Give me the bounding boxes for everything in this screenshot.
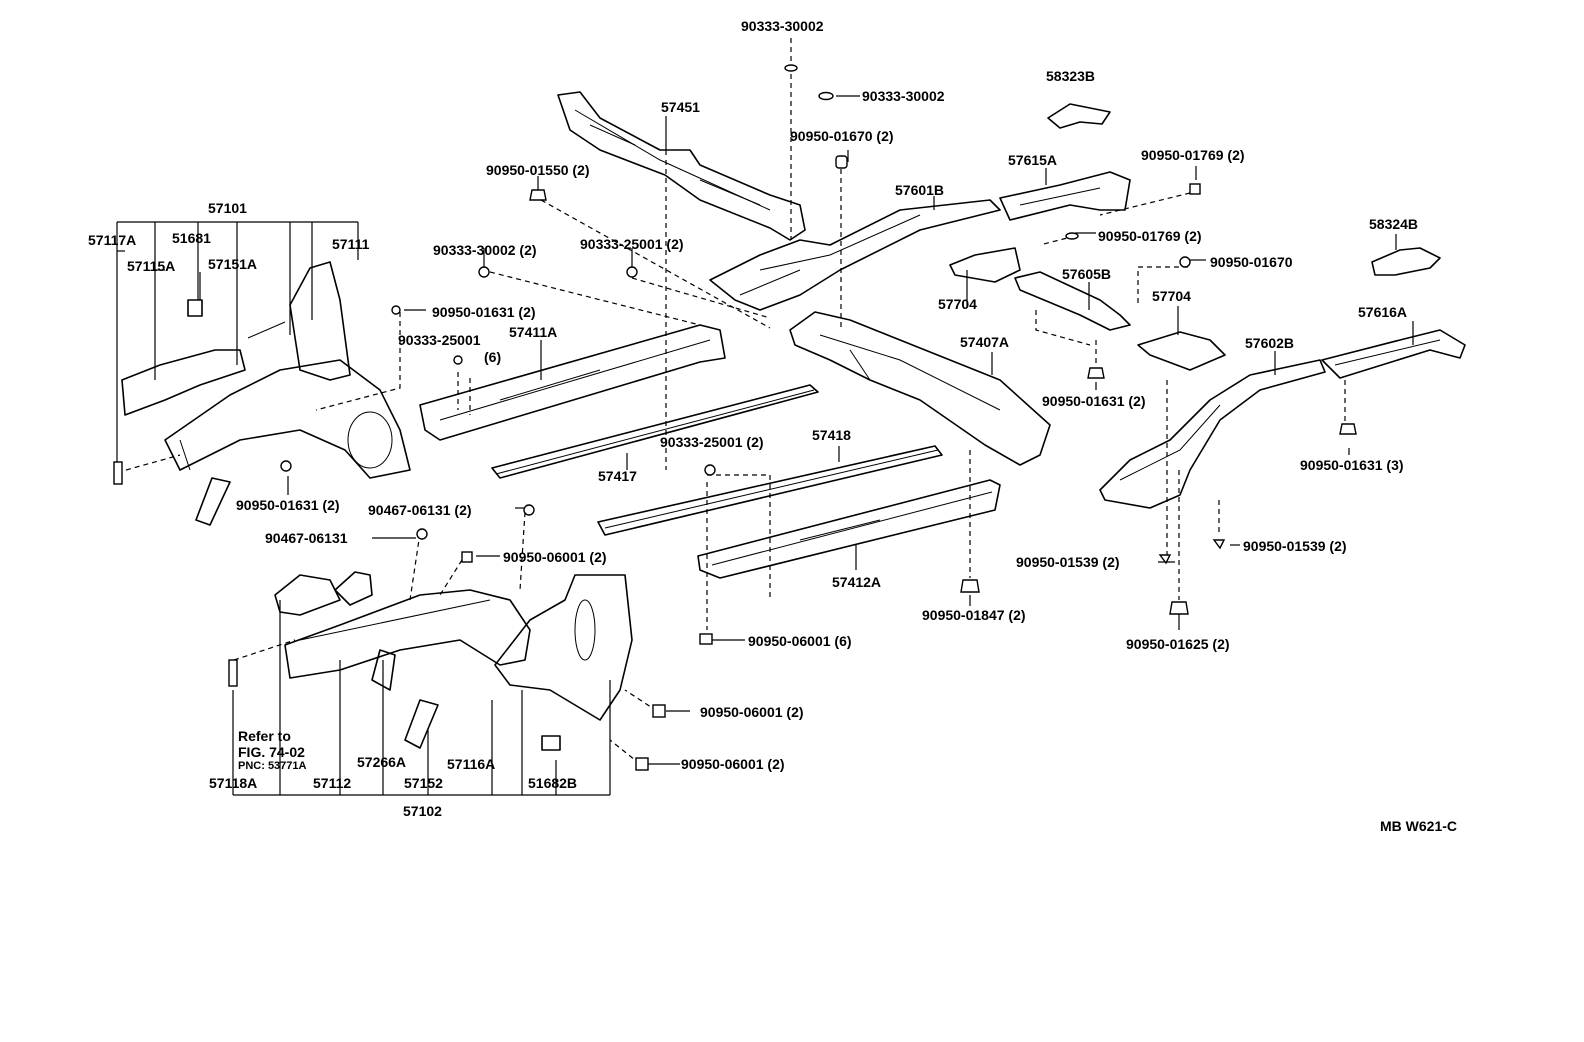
- label-90950-06001-6: 90950-06001 (6): [748, 633, 852, 649]
- part-57704-a: [949, 247, 1021, 283]
- part-57412a: [697, 479, 1001, 579]
- label-57101: 57101: [208, 200, 247, 216]
- assembly-lines: [125, 38, 1346, 765]
- part-57605b: [1014, 271, 1131, 331]
- label-90333-30002-2: 90333-30002 (2): [433, 242, 537, 258]
- label-57602b: 57602B: [1245, 335, 1295, 351]
- label-57407a: 57407A: [960, 334, 1010, 350]
- label-90950-01670: 90950-01670: [1210, 254, 1293, 270]
- label-57418: 57418: [812, 427, 851, 443]
- label-57412a: 57412A: [832, 574, 882, 590]
- label-90950-01769-2-top: 90950-01769 (2): [1141, 147, 1245, 163]
- label-57115a: 57115A: [127, 258, 176, 274]
- label-90333-30002-top: 90333-30002: [741, 18, 824, 34]
- label-90950-01625-2: 90950-01625 (2): [1126, 636, 1230, 652]
- part-57102-assembly: [274, 571, 633, 751]
- label-57605b: 57605B: [1062, 266, 1112, 282]
- part-57601b: [709, 199, 1001, 311]
- part-57704-b: [1137, 331, 1226, 371]
- label-57704-b: 57704: [1152, 288, 1191, 304]
- part-57411a: [419, 324, 726, 441]
- part-57101-assembly: [121, 261, 411, 526]
- label-57152: 57152: [404, 775, 443, 791]
- part-57417: [491, 384, 819, 479]
- part-57451: [557, 91, 806, 241]
- label-90950-01539-2-a: 90950-01539 (2): [1016, 554, 1120, 570]
- part-58323b: [1047, 103, 1111, 129]
- label-90333-25001-2: 90333-25001 (2): [580, 236, 684, 252]
- label-90950-01539-2-b: 90950-01539 (2): [1243, 538, 1347, 554]
- label-51681: 51681: [172, 230, 211, 246]
- label-90950-01769-2-b: 90950-01769 (2): [1098, 228, 1202, 244]
- label-57151a: 57151A: [208, 256, 258, 272]
- label-58324b: 58324B: [1369, 216, 1419, 232]
- label-90333-30002-b: 90333-30002: [862, 88, 945, 104]
- diagram-reference-code: MB W621-C: [1380, 818, 1458, 834]
- label-90467-06131: 90467-06131: [265, 530, 348, 546]
- part-57418: [597, 445, 943, 536]
- label-90950-01631-2-a: 90950-01631 (2): [432, 304, 536, 320]
- label-90333-25001: 90333-25001: [398, 332, 481, 348]
- label-57102: 57102: [403, 803, 442, 819]
- label-90950-01550-2: 90950-01550 (2): [486, 162, 590, 178]
- part-57616a: [1321, 329, 1466, 379]
- label-pnc: PNC: 53771A: [238, 760, 307, 772]
- label-90333-25001-2-b: 90333-25001 (2): [660, 434, 764, 450]
- label-57615a: 57615A: [1008, 152, 1058, 168]
- part-57615a: [999, 171, 1131, 221]
- label-90467-06131-2: 90467-06131 (2): [368, 502, 472, 518]
- label-57417: 57417: [598, 468, 637, 484]
- label-qty-6: (6): [484, 349, 502, 365]
- label-51682b: 51682B: [528, 775, 578, 791]
- label-57411a: 57411A: [509, 324, 558, 340]
- label-refer-to: Refer to: [238, 728, 291, 744]
- label-90950-06001-2-c: 90950-06001 (2): [681, 756, 785, 772]
- label-90950-06001-2-b: 90950-06001 (2): [700, 704, 804, 720]
- label-fig-reference: FIG. 74-02: [238, 744, 305, 760]
- label-57616a: 57616A: [1358, 304, 1408, 320]
- label-57116a: 57116A: [447, 756, 496, 772]
- leader-lines: [116, 95, 1414, 796]
- label-57601b: 57601B: [895, 182, 945, 198]
- label-90950-01847-2: 90950-01847 (2): [922, 607, 1026, 623]
- label-57118a: 57118A: [209, 775, 258, 791]
- label-90950-06001-2-a: 90950-06001 (2): [503, 549, 607, 565]
- fasteners: [113, 64, 1357, 771]
- label-57451: 57451: [661, 99, 700, 115]
- part-57407a: [789, 311, 1051, 466]
- part-57602b: [1099, 359, 1326, 509]
- label-90950-01631-2-c: 90950-01631 (2): [236, 497, 340, 513]
- label-58323b: 58323B: [1046, 68, 1096, 84]
- label-90950-01631-3: 90950-01631 (3): [1300, 457, 1404, 473]
- label-90950-01631-2-b: 90950-01631 (2): [1042, 393, 1146, 409]
- label-57704-a: 57704: [938, 296, 977, 312]
- label-90950-01670-2: 90950-01670 (2): [790, 128, 894, 144]
- label-57112: 57112: [313, 775, 352, 791]
- label-57266a: 57266A: [357, 754, 407, 770]
- label-57117a: 57117A: [88, 232, 137, 248]
- label-57111: 57111: [332, 236, 370, 252]
- part-58324b: [1371, 247, 1441, 276]
